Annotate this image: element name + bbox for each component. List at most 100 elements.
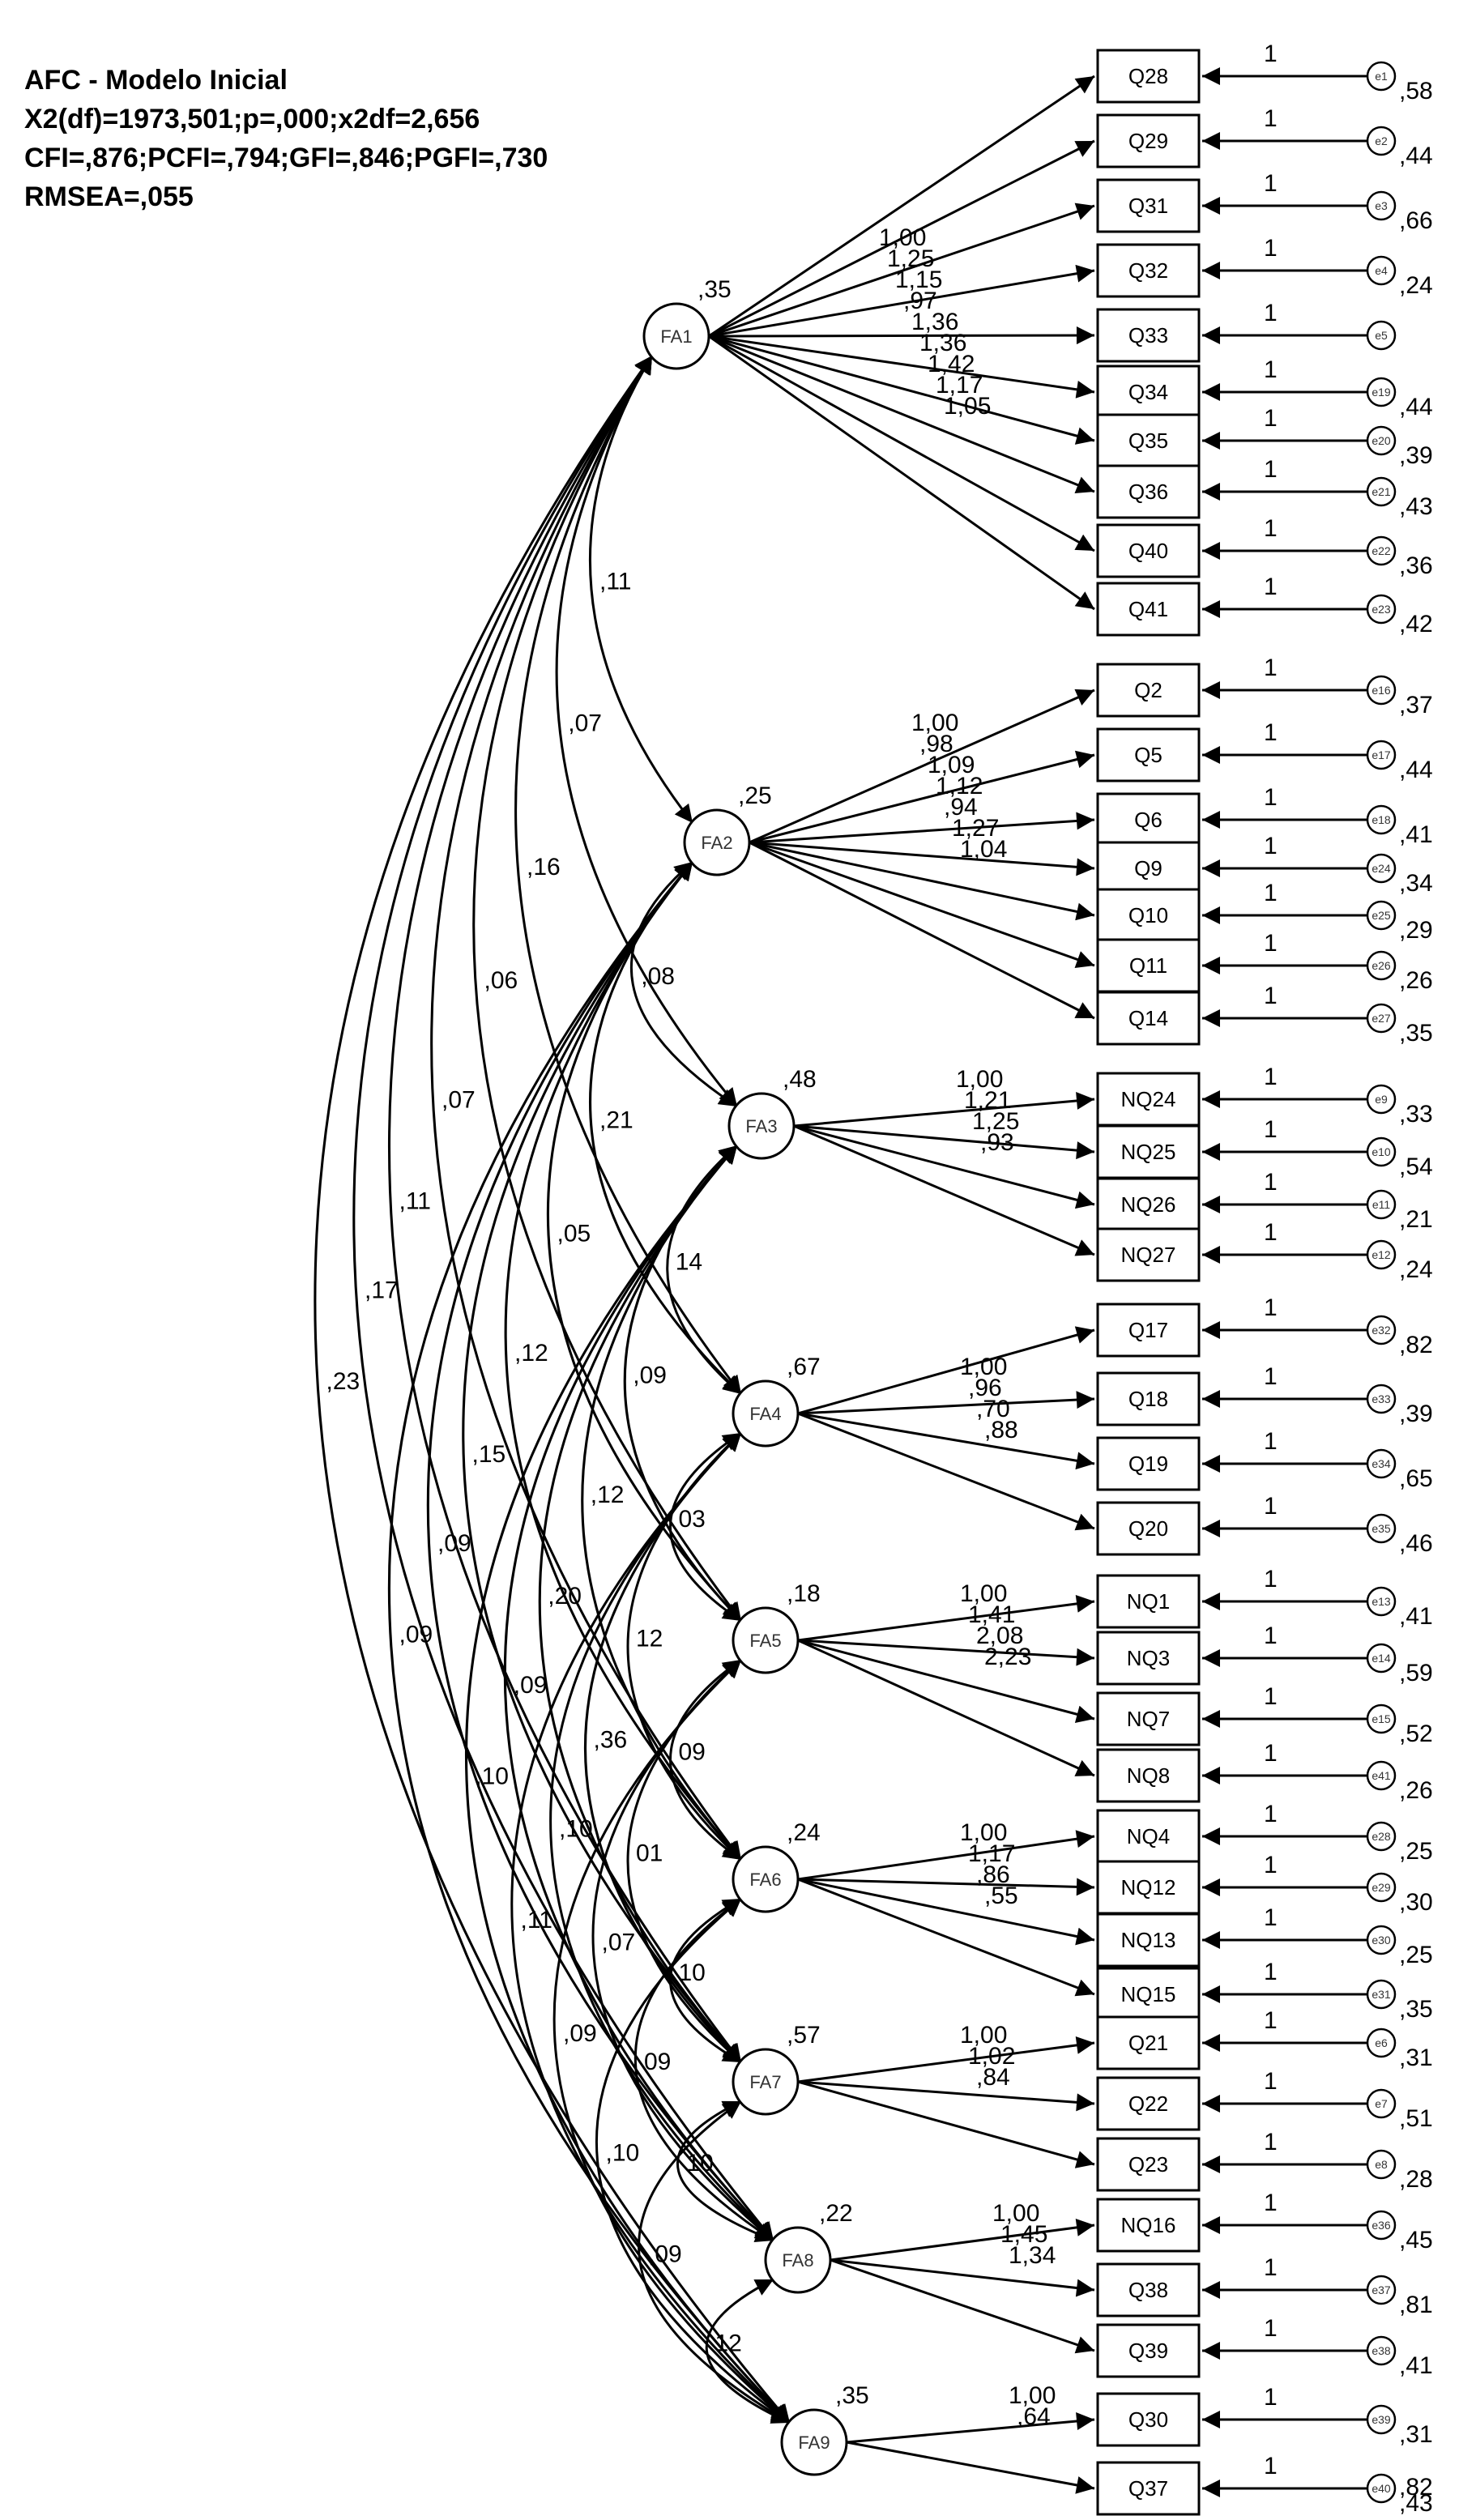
error-term-label: e15 [1371, 1712, 1391, 1725]
loading-path [793, 1124, 1095, 1256]
item-box [1096, 1860, 1201, 1915]
loading-label: 1,00 [960, 1354, 1007, 1380]
item-box [1096, 178, 1201, 233]
error-path-label: 1 [1264, 1294, 1278, 1321]
covariance-label: ,12 [514, 1340, 548, 1367]
error-term-circle [1366, 377, 1397, 407]
error-variance-label: ,45 [1399, 2227, 1433, 2254]
item-label: NQ4 [1127, 1824, 1170, 1848]
item-box [1096, 727, 1201, 782]
factor-label: FA6 [749, 1870, 781, 1890]
loading-label: 1,34 [1009, 2242, 1056, 2269]
item-box [1096, 2198, 1201, 2253]
error-term-label: e25 [1371, 909, 1391, 922]
loading-path [708, 75, 1095, 338]
item-label: Q2 [1134, 678, 1162, 702]
error-variance-label: ,36 [1399, 552, 1433, 579]
item-label: NQ15 [1121, 1982, 1176, 2006]
item-box [1096, 413, 1201, 468]
item-box [1096, 308, 1201, 363]
error-path-label: 1 [1264, 1959, 1278, 1985]
error-term-circle [1366, 2210, 1397, 2241]
error-path-label: 1 [1264, 1428, 1278, 1455]
item-box [1096, 1574, 1201, 1629]
factor-circle [732, 1606, 800, 1674]
covariance-arc [705, 2278, 791, 2424]
error-variance-label: ,65 [1399, 1465, 1433, 1492]
loading-path [793, 1124, 1095, 1160]
error-term-label: e22 [1371, 544, 1391, 557]
covariance-label: ,09 [399, 1622, 433, 1648]
error-path-label: 1 [1264, 356, 1278, 383]
item-box [1096, 2392, 1201, 2447]
loading-label: 1,41 [968, 1601, 1015, 1628]
loading-path [797, 1878, 1095, 1896]
error-path-label: 1 [1264, 41, 1278, 67]
error-term-circle [1366, 190, 1397, 221]
item-label: Q41 [1128, 597, 1168, 621]
error-path-label: 1 [1264, 983, 1278, 1009]
loading-path [797, 1639, 1095, 1723]
error-term-label: e2 [1375, 134, 1388, 147]
error-variance-label: ,58 [1399, 78, 1433, 104]
error-term-circle [1366, 2473, 1397, 2504]
header-fit-indices: CFI=,876;PCFI=,794;GFI=,846;PGFI=,730 [24, 143, 548, 173]
latent-factors: FA1,35FA2,25FA3,48FA4,67FA5,18FA6,24FA7,… [642, 276, 869, 2476]
error-path-label: 1 [1264, 515, 1278, 542]
error-path-label: 1 [1264, 833, 1278, 859]
error-term-circle [1366, 900, 1397, 931]
covariance-label: 14 [676, 1249, 702, 1276]
factor-variance-label: ,22 [819, 2200, 853, 2227]
error-variance-label: ,44 [1399, 394, 1433, 420]
covariance-label: ,11 [399, 1188, 431, 1215]
item-label: NQ7 [1127, 1707, 1170, 1731]
error-term-circle [1366, 2028, 1397, 2058]
item-label: Q14 [1128, 1006, 1168, 1030]
covariance-label: ,09 [563, 2020, 597, 2047]
error-path-label: 1 [1264, 2190, 1278, 2216]
error-variance-label: ,82 [1399, 2474, 1433, 2501]
error-term-circle [1366, 1384, 1397, 1414]
loading-path [830, 2218, 1095, 2262]
model-header: AFC - Modelo Inicial X2(df)=1973,501;p=,… [24, 65, 548, 212]
error-term-circle [1366, 2088, 1397, 2119]
covariance-label: ,16 [527, 854, 561, 881]
error-term-label: e31 [1371, 1988, 1391, 2001]
error-term-circle [1366, 740, 1397, 770]
loading-path [797, 1830, 1095, 1881]
loading-path [749, 750, 1095, 844]
loading-path [797, 1391, 1095, 1415]
error-term-circle [1366, 1189, 1397, 1220]
factor-label: FA7 [749, 2072, 781, 2092]
error-path-label: 1 [1264, 1116, 1278, 1143]
error-term-label: e40 [1371, 2482, 1391, 2495]
factor-circle [642, 302, 710, 370]
item-label: Q19 [1128, 1452, 1168, 1476]
error-term-circle [1366, 425, 1397, 456]
factor-variance-label: ,48 [783, 1066, 817, 1093]
loading-label: 1,27 [952, 815, 999, 842]
loading-label: 1,17 [936, 372, 983, 399]
item-label: Q5 [1134, 743, 1162, 767]
covariance-arc [633, 1897, 774, 2242]
item-box [1096, 243, 1201, 298]
loading-label: 1,21 [964, 1087, 1011, 1114]
error-path-label: 1 [1264, 1683, 1278, 1710]
factor-circle [780, 2408, 848, 2476]
error-term-label: e7 [1375, 2097, 1388, 2110]
covariance-label: 09 [644, 2049, 671, 2075]
loading-path [830, 2258, 1095, 2354]
covariance-arc [552, 1658, 791, 2424]
error-term-circle [1366, 1643, 1397, 1674]
loading-path [749, 812, 1095, 844]
item-label: Q23 [1128, 2152, 1168, 2177]
item-box [1096, 841, 1201, 896]
item-label: Q29 [1128, 129, 1168, 153]
loading-path [749, 841, 1095, 1020]
factor-label: FA5 [749, 1631, 781, 1651]
covariance-arc [666, 1144, 742, 1396]
item-label: NQ27 [1121, 1243, 1176, 1267]
error-path-label: 1 [1264, 2007, 1278, 2034]
covariance-label: ,09 [633, 1362, 667, 1389]
